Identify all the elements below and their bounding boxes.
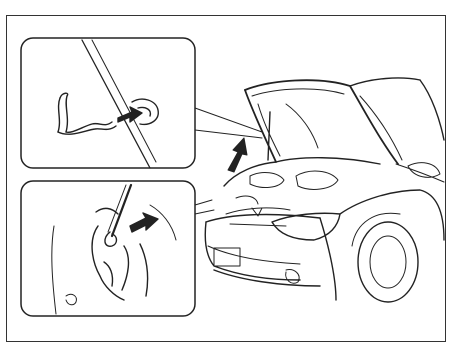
car-front-hood-open bbox=[205, 78, 444, 302]
inset-prop-rod-detail bbox=[21, 181, 195, 316]
inset-latch-detail bbox=[21, 38, 195, 168]
lift-arrow bbox=[228, 138, 247, 172]
callout-lines bbox=[195, 108, 262, 214]
